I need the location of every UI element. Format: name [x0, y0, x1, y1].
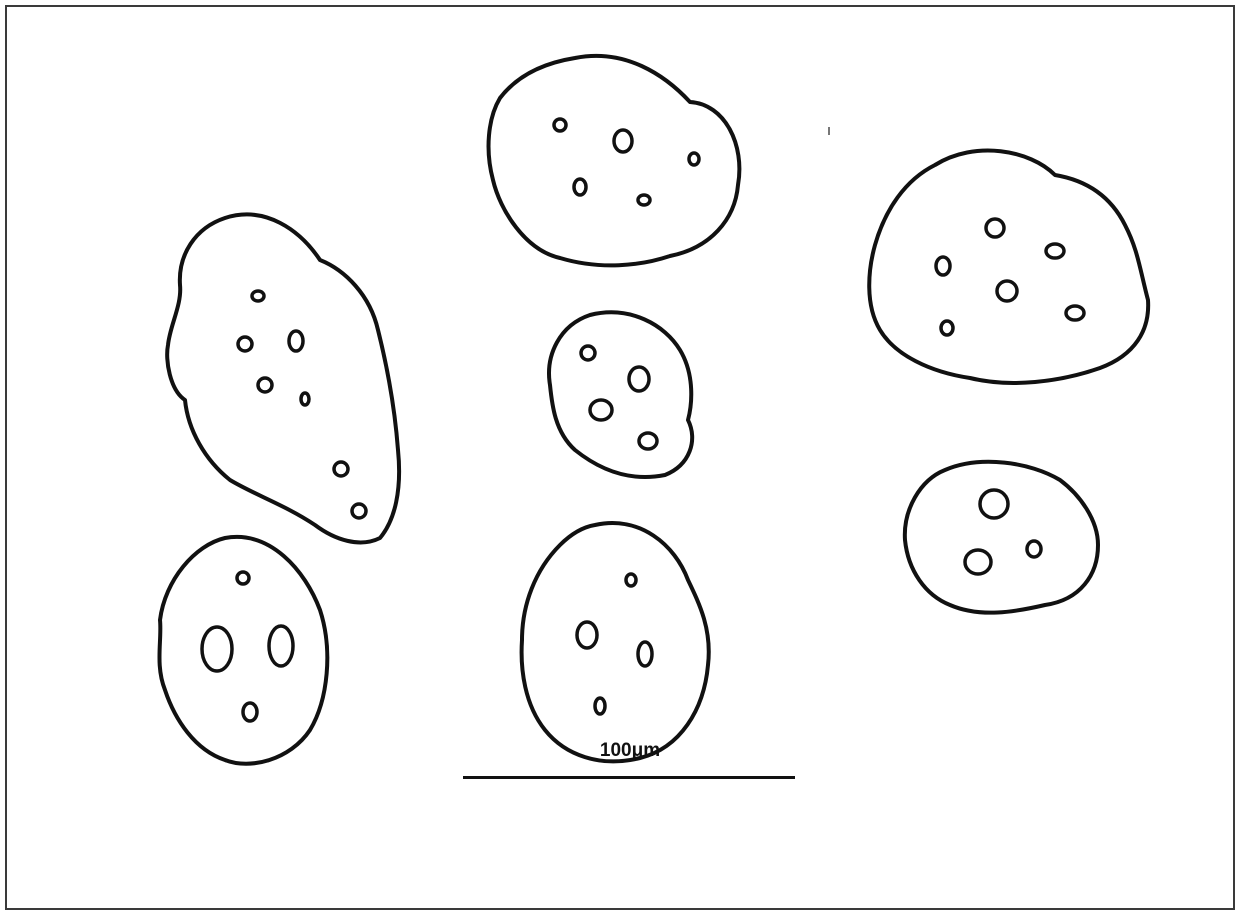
pore [577, 622, 597, 648]
pore [581, 346, 595, 360]
pore [269, 626, 293, 666]
pore [237, 572, 249, 584]
particle-top-center [489, 56, 740, 266]
pore [202, 627, 232, 671]
pore [689, 153, 699, 165]
pore [626, 574, 636, 586]
stray-mark [828, 127, 830, 135]
pore [574, 179, 586, 195]
pore [334, 462, 348, 476]
pore [1066, 306, 1084, 320]
pore [289, 331, 303, 351]
pore [352, 504, 366, 518]
pore [1046, 244, 1064, 258]
pore [258, 378, 272, 392]
pore [252, 291, 264, 301]
pore [965, 550, 991, 574]
particle-right-lower [905, 462, 1098, 613]
pore [639, 433, 657, 449]
pore [614, 130, 632, 152]
particle-bottom-center [522, 523, 709, 761]
particle-outline [522, 523, 709, 761]
particle-outline [869, 151, 1148, 383]
particle-outline [905, 462, 1098, 613]
scale-bar-label: 100μm [560, 740, 700, 762]
particle-bottom-left [159, 537, 327, 764]
pore [590, 400, 612, 420]
pore [980, 490, 1008, 518]
pore [595, 698, 605, 714]
particle-center [549, 312, 692, 477]
particle-left-large [167, 214, 399, 542]
pore [941, 321, 953, 335]
particle-outline [489, 56, 740, 266]
particle-outline [167, 214, 399, 542]
pore [238, 337, 252, 351]
pore [1027, 541, 1041, 557]
pore [936, 257, 950, 275]
pore [638, 642, 652, 666]
pore [997, 281, 1017, 301]
particle-outline [549, 312, 692, 477]
pore [301, 393, 309, 405]
scale-bar [463, 776, 795, 779]
pore [629, 367, 649, 391]
pore [243, 703, 257, 721]
pore [986, 219, 1004, 237]
pore [638, 195, 650, 205]
pore [554, 119, 566, 131]
particle-right-top [869, 151, 1148, 383]
